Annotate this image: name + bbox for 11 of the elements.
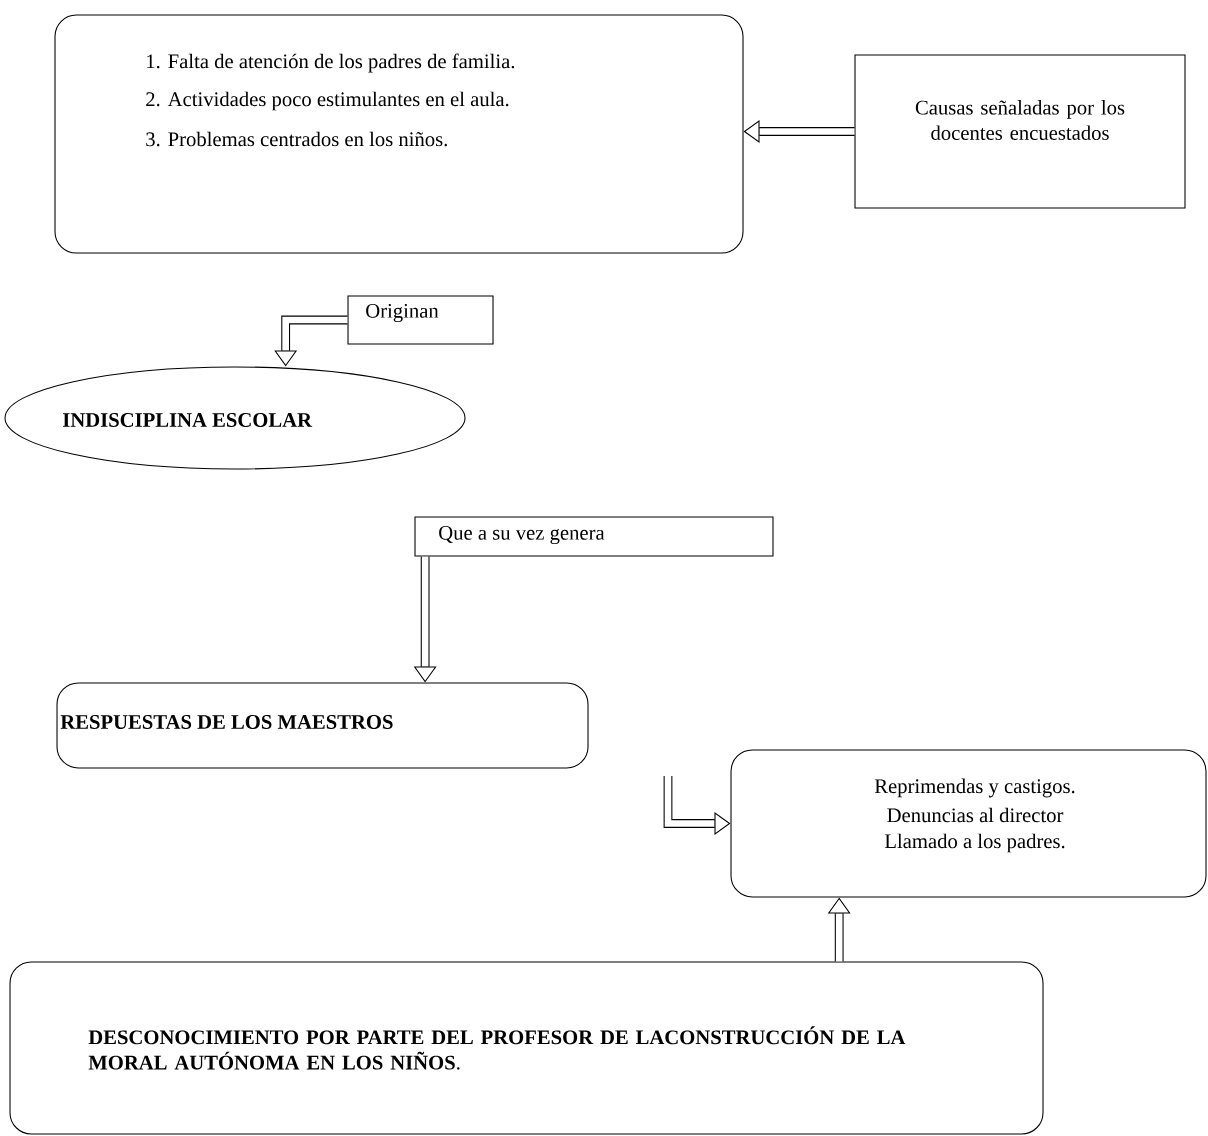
list-box: 1. Falta de atención de los padres de familia. 2. Actividades poco estimulantes en el aula. 3. Problemas centrados en los niños.: [54, 14, 744, 254]
hollow-arrow: [663, 776, 731, 835]
label-box: Originan: [347, 295, 494, 345]
hollow-arrow: [827, 897, 851, 962]
rounded-box: RESPUESTAS DE LOS MAESTROS: [56, 682, 589, 769]
hollow-arrow: [743, 120, 855, 143]
label-box: Que a su vez genera: [414, 516, 774, 557]
rounded-box: Reprimendas y castigos. Denuncias al director Llamado a los padres.: [730, 749, 1207, 898]
note-box: Causas señaladas por los docentes encuestados: [854, 54, 1186, 209]
hollow-arrow: [274, 315, 348, 367]
rounded-box: DESCONOCIMIENTO POR PARTE DEL PROFESOR DE LACONSTRUCCIÓN DE LA MORAL AUTÓNOMA EN LOS NIÑOS.: [9, 961, 1044, 1135]
